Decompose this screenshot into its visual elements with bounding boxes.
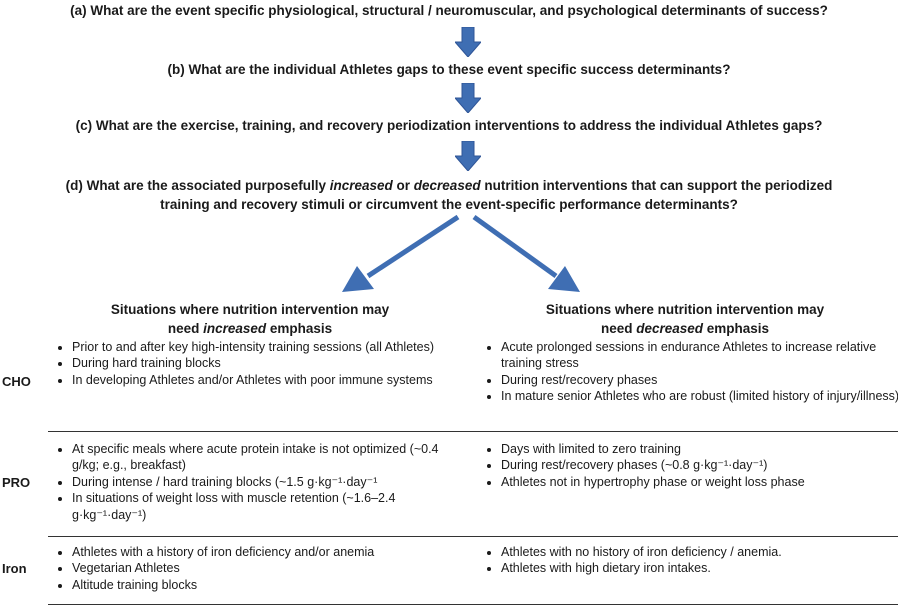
question-d-emphasis-decreased: decreased xyxy=(413,178,481,193)
list-item: Altitude training blocks xyxy=(72,577,447,593)
iron-increased-list: Athletes with a history of iron deficien… xyxy=(56,544,447,593)
question-b-text: (b) What are the individual Athletes gap… xyxy=(167,62,731,77)
list-item: At specific meals where acute protein in… xyxy=(72,441,447,474)
cho-increased-list: Prior to and after key high-intensity tr… xyxy=(56,339,447,388)
iron-decreased-list: Athletes with no history of iron deficie… xyxy=(485,544,898,577)
down-arrow-icon xyxy=(455,83,481,113)
arrow-left-icon xyxy=(342,214,460,292)
diverging-arrows xyxy=(342,214,580,292)
list-item: Vegetarian Athletes xyxy=(72,560,447,576)
emphasis-increased: increased xyxy=(203,321,267,336)
row-label-pro: PRO xyxy=(2,475,31,490)
list-item: During hard training blocks xyxy=(72,355,447,371)
down-arrow-icon xyxy=(455,141,481,171)
list-item: In situations of weight loss with muscle… xyxy=(72,490,447,523)
list-item: Athletes with no history of iron deficie… xyxy=(501,544,898,560)
down-arrow-icon xyxy=(455,27,481,57)
list-item: Prior to and after key high-intensity tr… xyxy=(72,339,447,355)
question-b: (b) What are the individual Athletes gap… xyxy=(0,60,898,79)
list-item: During rest/recovery phases (~0.8 g·kg⁻¹… xyxy=(501,457,898,473)
list-item: During intense / hard training blocks (~… xyxy=(72,474,447,490)
list-item: Acute prolonged sessions in endurance At… xyxy=(501,339,898,372)
column-header-decreased: Situations where nutrition intervention … xyxy=(545,302,825,336)
cho-decreased-list: Acute prolonged sessions in endurance At… xyxy=(485,339,898,405)
row-label-cho: CHO xyxy=(2,374,31,389)
question-d: (d) What are the associated purposefully… xyxy=(0,176,898,214)
row-divider xyxy=(48,431,898,432)
question-d-line2: training and recovery stimuli or circumv… xyxy=(160,197,738,212)
list-item: In developing Athletes and/or Athletes w… xyxy=(72,372,447,388)
list-item: During rest/recovery phases xyxy=(501,372,898,388)
question-a: (a) What are the event specific physiolo… xyxy=(0,1,898,20)
question-d-emphasis-increased: increased xyxy=(329,178,393,193)
question-c-text: (c) What are the exercise, training, and… xyxy=(75,118,823,133)
emphasis-decreased: decreased xyxy=(636,321,704,336)
column-header-increased: Situations where nutrition intervention … xyxy=(110,302,390,336)
list-item: In mature senior Athletes who are robust… xyxy=(501,388,898,404)
pro-increased-list: At specific meals where acute protein in… xyxy=(56,441,447,523)
question-d-line1: (d) What are the associated purposefully… xyxy=(65,178,833,193)
arrow-right-icon xyxy=(472,214,580,292)
row-divider xyxy=(48,604,898,605)
list-item: Athletes not in hypertrophy phase or wei… xyxy=(501,474,898,490)
list-item: Athletes with high dietary iron intakes. xyxy=(501,560,898,576)
pro-decreased-list: Days with limited to zero training Durin… xyxy=(485,441,898,490)
row-divider xyxy=(48,536,898,537)
row-label-iron: Iron xyxy=(2,561,27,576)
question-a-text: (a) What are the event specific physiolo… xyxy=(70,3,828,18)
list-item: Athletes with a history of iron deficien… xyxy=(72,544,447,560)
list-item: Days with limited to zero training xyxy=(501,441,898,457)
question-c: (c) What are the exercise, training, and… xyxy=(0,116,898,135)
